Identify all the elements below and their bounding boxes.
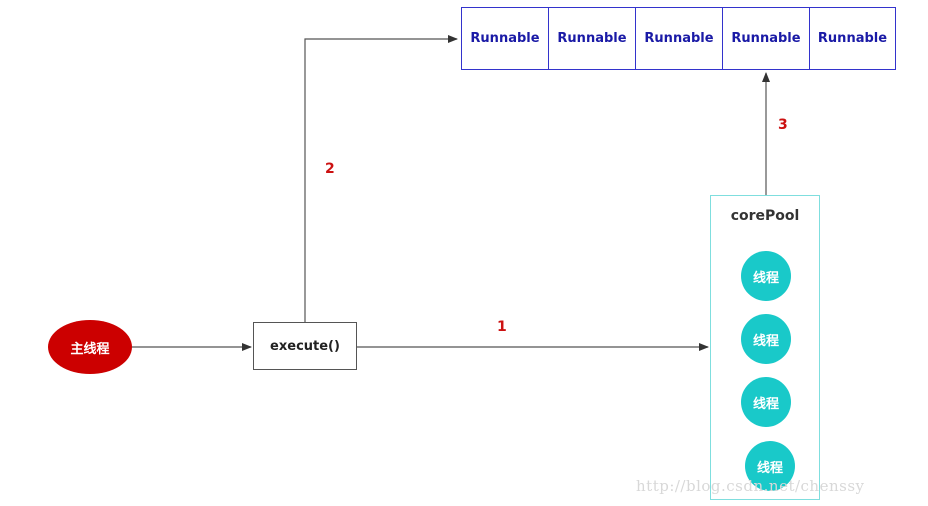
queue-item-runnable: Runnable — [548, 7, 636, 70]
core-pool-container: corePool 线程 线程 线程 线程 — [710, 195, 820, 500]
step-number-3: 3 — [778, 117, 788, 133]
queue-item-runnable: Runnable — [809, 7, 896, 70]
queue-item-runnable: Runnable — [461, 7, 549, 70]
watermark-text: http://blog.csdn.net/chenssy — [636, 477, 865, 495]
arrow-execute-to-queue — [304, 35, 458, 322]
queue-item-runnable: Runnable — [635, 7, 723, 70]
worker-thread: 线程 — [741, 314, 791, 364]
step-number-2: 2 — [325, 161, 335, 177]
step-number-1: 1 — [497, 319, 507, 335]
worker-thread: 线程 — [741, 377, 791, 427]
worker-thread: 线程 — [741, 251, 791, 301]
core-pool-title: corePool — [730, 208, 800, 224]
queue-item-runnable: Runnable — [722, 7, 810, 70]
execute-node: execute() — [253, 322, 357, 370]
worker-thread: 线程 — [745, 441, 795, 491]
main-thread-node: 主线程 — [48, 320, 132, 374]
